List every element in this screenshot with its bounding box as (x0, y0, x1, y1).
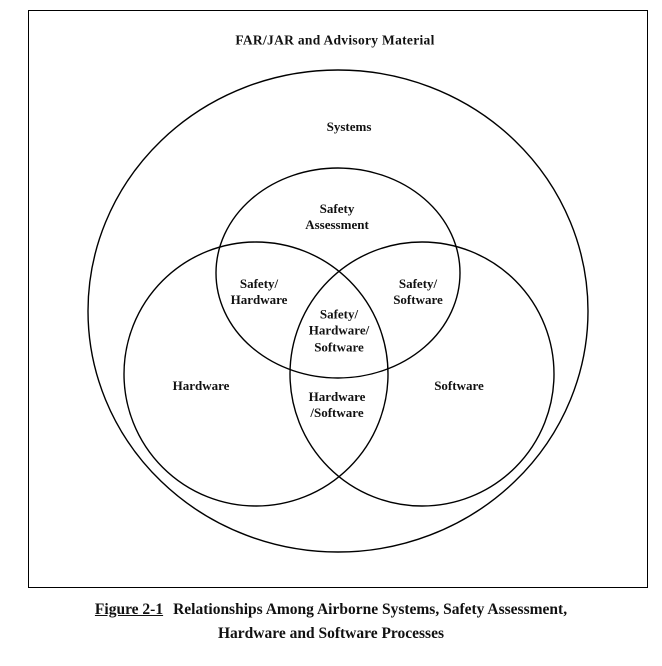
caption-title-line1: Relationships Among Airborne Systems, Sa… (173, 601, 568, 618)
safety-assessment-ellipse (215, 167, 461, 379)
systems-ellipse (87, 69, 589, 553)
safety-hardware-software-label: Safety/ Hardware/ Software (308, 306, 370, 355)
safety-software-label: Safety/ Software (393, 275, 443, 307)
safety-hardware-label: Safety/ Hardware (230, 275, 288, 307)
safety-assessment-label: Safety Assessment (305, 200, 369, 232)
hardware-software-label: Hardware /Software (308, 388, 366, 420)
figure-frame: FAR/JAR and Advisory Material Systems Sa… (28, 10, 648, 588)
hardware-circle (123, 241, 389, 507)
figure-caption: Figure 2-1 Relationships Among Airborne S… (0, 598, 662, 646)
far-jar-advisory-label: FAR/JAR and Advisory Material (235, 32, 435, 48)
software-label: Software (434, 377, 484, 393)
venn-diagram (87, 69, 589, 553)
systems-label: Systems (326, 118, 372, 134)
software-circle (289, 241, 555, 507)
figure-number: Figure 2-1 (94, 601, 164, 618)
caption-title-line2: Hardware and Software Processes (217, 625, 444, 643)
hardware-label: Hardware (172, 377, 230, 393)
